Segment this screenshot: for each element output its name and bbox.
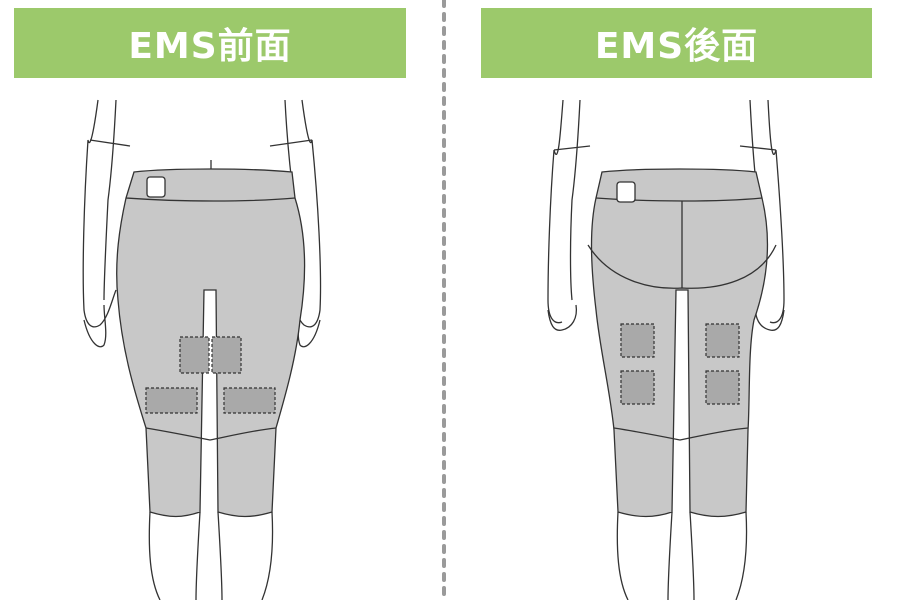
back-garment-shape	[590, 168, 769, 518]
front-controller-box	[146, 176, 166, 198]
back-garment	[587, 168, 777, 600]
back-pad-upper-right	[705, 323, 740, 358]
front-garment-shape	[116, 168, 306, 518]
back-view-diagram	[547, 99, 785, 600]
back-pad-lower-right	[705, 370, 740, 405]
front-pad-lower-right	[223, 387, 276, 414]
front-pad-lower-left	[145, 387, 198, 414]
back-header-label: EMS後面	[594, 26, 759, 67]
center-divider	[442, 0, 446, 600]
back-pad-upper-left	[620, 323, 655, 358]
back-controller-box	[616, 181, 636, 203]
front-garment	[116, 168, 306, 600]
back-pads	[620, 323, 740, 405]
front-header-label: EMS前面	[128, 26, 292, 67]
back-header: EMS後面	[481, 8, 872, 78]
front-view-diagram	[82, 99, 322, 600]
front-pad-upper-right	[211, 336, 242, 374]
front-pads	[145, 336, 276, 414]
front-header: EMS前面	[14, 8, 406, 78]
front-pad-upper-left	[179, 336, 210, 374]
back-pad-lower-left	[620, 370, 655, 405]
